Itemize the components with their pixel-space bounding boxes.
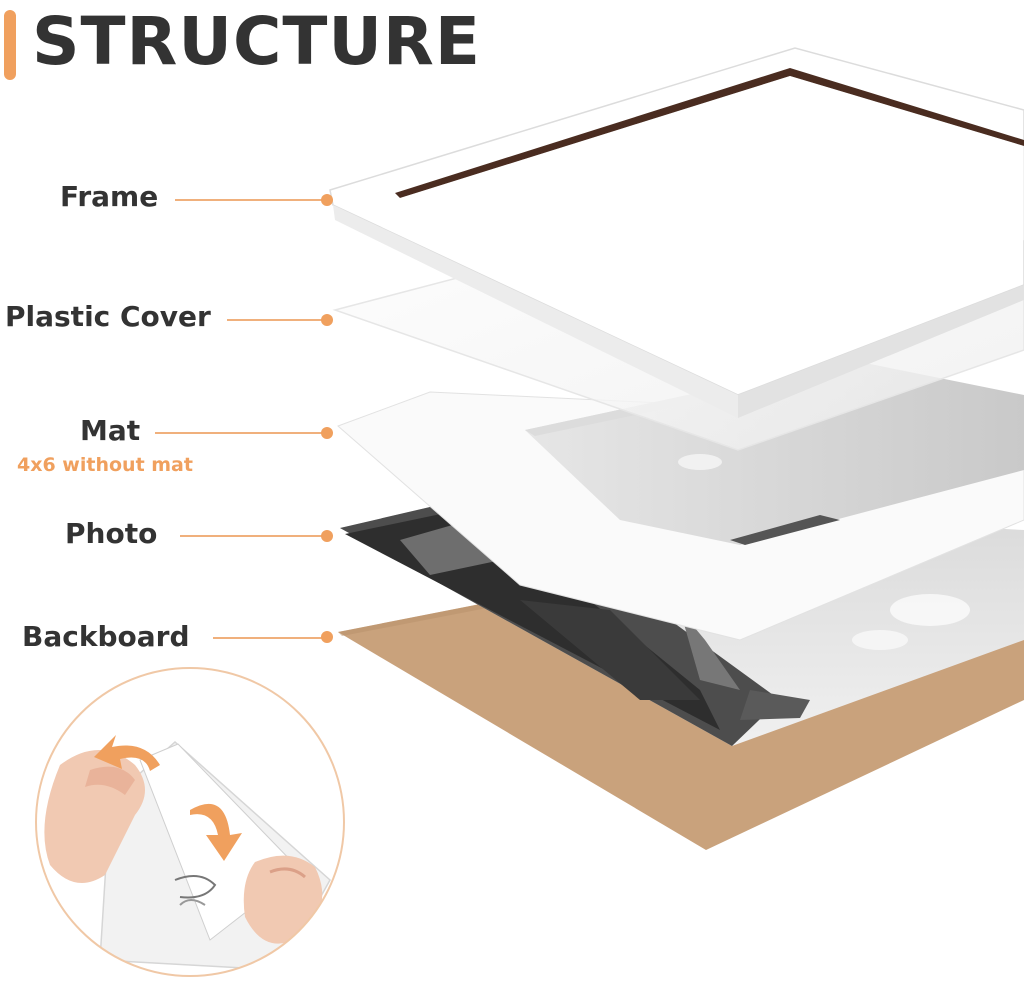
frame-pointer-dot <box>321 194 333 206</box>
mat-note: 4x6 without mat <box>17 454 193 476</box>
backboard-leader-line <box>213 637 327 639</box>
plastic-cover-label: Plastic Cover <box>5 300 211 333</box>
title-accent-bar <box>4 10 16 80</box>
plastic-cover-leader-line <box>227 319 327 321</box>
mat-label: Mat <box>80 414 141 447</box>
peel-arrow-right-icon <box>190 803 242 861</box>
plastic-cover-pointer-dot <box>321 314 333 326</box>
frame-layer <box>329 47 1024 418</box>
frame-label: Frame <box>60 180 159 213</box>
photo-leader-line <box>180 535 327 537</box>
frame-leader-line <box>175 199 327 201</box>
peel-film-detail <box>35 667 345 977</box>
mat-pointer-dot <box>321 427 333 439</box>
backboard-pointer-dot <box>321 631 333 643</box>
peel-arrow-left-icon <box>94 735 160 771</box>
photo-label: Photo <box>65 517 158 550</box>
mat-leader-line <box>155 432 327 434</box>
page-title: STRUCTURE <box>32 3 481 80</box>
backboard-label: Backboard <box>22 620 190 653</box>
photo-pointer-dot <box>321 530 333 542</box>
